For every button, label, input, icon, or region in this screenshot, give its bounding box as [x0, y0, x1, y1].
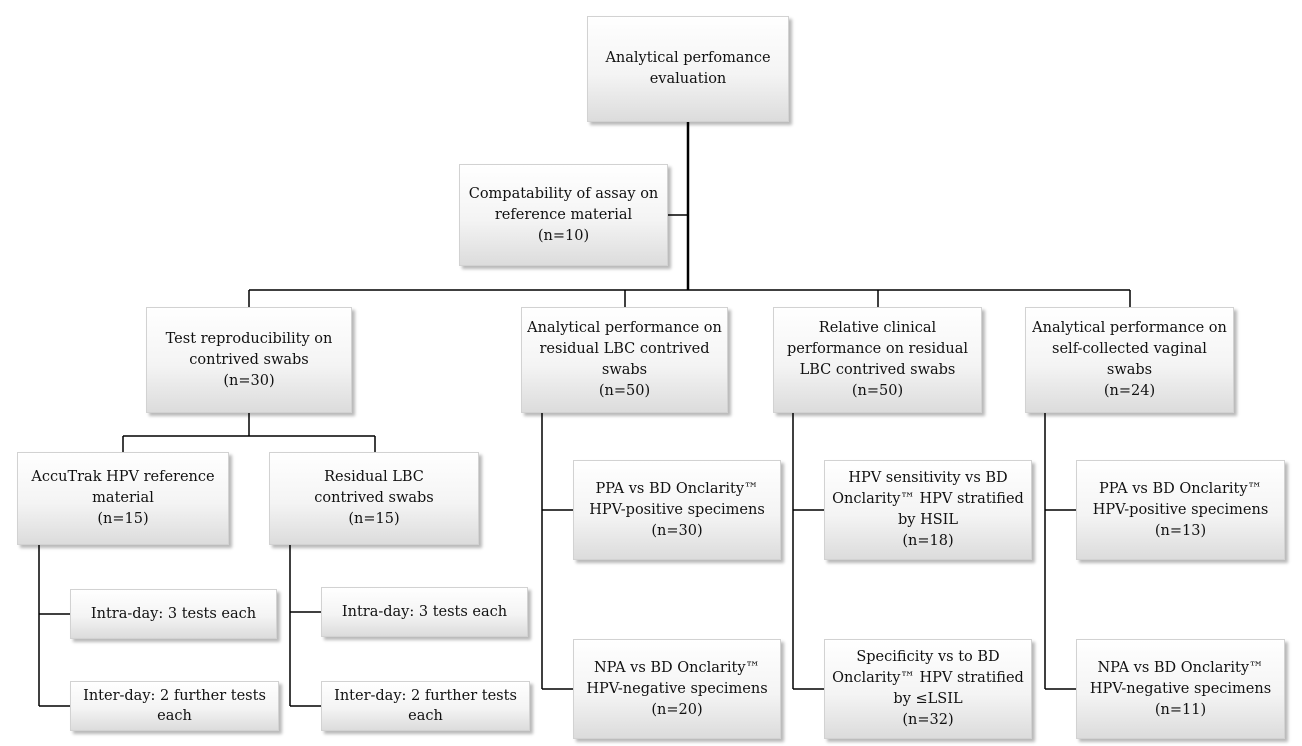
- specificity-node-text: Specificity vs to BD Onclarity™ HPV stra…: [832, 649, 1024, 707]
- ppa-lbc-node: PPA vs BD Onclarity™ HPV-positive specim…: [573, 460, 781, 560]
- resid-lbc-node-text: Residual LBC contrived swabs: [314, 469, 434, 506]
- inter-day-node-2: Inter-day: 2 further tests each: [321, 681, 530, 731]
- accutrak-node: AccuTrak HPV reference material (n=15): [17, 452, 229, 545]
- resid-lbc-node-count: (n=15): [348, 511, 400, 527]
- ap-self-node: Analytical performance on self-collected…: [1025, 307, 1234, 413]
- npa-self-node: NPA vs BD Onclarity™ HPV-negative specim…: [1076, 639, 1285, 739]
- compat-node-count: (n=10): [537, 227, 590, 244]
- ap-lbc-node: Analytical performance on residual LBC c…: [521, 307, 728, 413]
- accutrak-node-count: (n=15): [97, 511, 149, 527]
- inter-day-node-1: Inter-day: 2 further tests each: [70, 681, 279, 731]
- intra-day-text-2: Intra-day: 3 tests each: [341, 603, 508, 620]
- ap-lbc-node-count: (n=50): [598, 383, 651, 399]
- compat-node-text: Compatability of assay on reference mate…: [468, 185, 659, 223]
- npa-self-node-count: (n=11): [1154, 701, 1207, 718]
- intra-day-node-1: Intra-day: 3 tests each: [70, 589, 277, 639]
- specificity-node-count: (n=32): [902, 712, 954, 728]
- ppa-self-node: PPA vs BD Onclarity™ HPV-positive specim…: [1076, 460, 1285, 560]
- rel-clin-node: Relative clinical performance on residua…: [773, 307, 982, 413]
- repro-node-text: Test reproducibility on contrived swabs: [165, 330, 333, 368]
- rel-clin-node-count: (n=50): [851, 383, 904, 399]
- repro-node: Test reproducibility on contrived swabs …: [146, 307, 352, 413]
- specificity-node: Specificity vs to BD Onclarity™ HPV stra…: [824, 639, 1032, 739]
- sensitivity-node-count: (n=18): [902, 533, 954, 549]
- ppa-lbc-node-count: (n=30): [651, 522, 703, 539]
- npa-lbc-node-text: NPA vs BD Onclarity™ HPV-negative specim…: [586, 659, 768, 697]
- intra-day-text-1: Intra-day: 3 tests each: [90, 605, 257, 622]
- ppa-self-node-count: (n=13): [1154, 522, 1207, 539]
- resid-lbc-node: Residual LBC contrived swabs (n=15): [269, 452, 479, 545]
- inter-day-text-2: Inter-day: 2 further tests each: [334, 688, 517, 724]
- npa-lbc-node-count: (n=20): [651, 701, 703, 718]
- ap-lbc-node-text: Analytical performance on residual LBC c…: [527, 320, 722, 378]
- ppa-self-node-text: PPA vs BD Onclarity™ HPV-positive specim…: [1092, 480, 1269, 518]
- rel-clin-node-text: Relative clinical performance on residua…: [786, 320, 969, 378]
- npa-self-node-text: NPA vs BD Onclarity™ HPV-negative specim…: [1089, 659, 1272, 697]
- ap-self-node-text: Analytical performance on self-collected…: [1032, 320, 1227, 378]
- sensitivity-node: HPV sensitivity vs BD Onclarity™ HPV str…: [824, 460, 1032, 560]
- root-node-text: Analytical perfomance evaluation: [605, 50, 771, 87]
- sensitivity-node-text: HPV sensitivity vs BD Onclarity™ HPV str…: [832, 470, 1024, 528]
- ppa-lbc-node-text: PPA vs BD Onclarity™ HPV-positive specim…: [589, 480, 765, 518]
- inter-day-text-1: Inter-day: 2 further tests each: [83, 688, 266, 724]
- compat-node: Compatability of assay on reference mate…: [459, 164, 668, 266]
- repro-node-count: (n=30): [223, 372, 275, 389]
- root-node: Analytical perfomance evaluation: [587, 16, 789, 122]
- ap-self-node-count: (n=24): [1103, 383, 1156, 399]
- accutrak-node-text: AccuTrak HPV reference material: [31, 469, 215, 506]
- npa-lbc-node: NPA vs BD Onclarity™ HPV-negative specim…: [573, 639, 781, 739]
- intra-day-node-2: Intra-day: 3 tests each: [321, 587, 528, 637]
